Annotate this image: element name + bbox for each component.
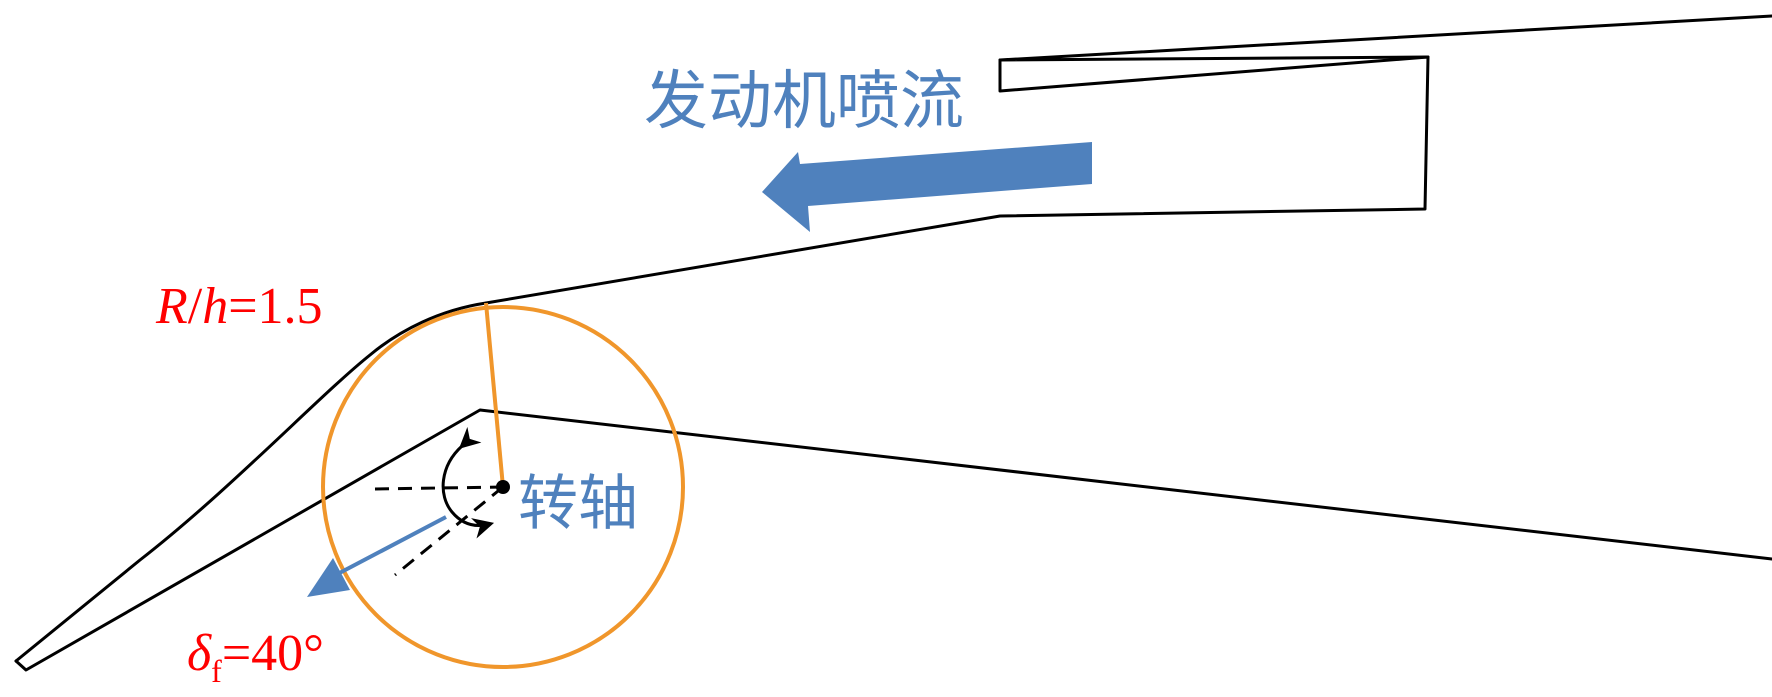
horizontal-reference-dashed <box>374 485 504 491</box>
radius-symbol: R <box>155 278 188 335</box>
radius-ratio-value: =1.5 <box>228 278 322 335</box>
radius-line <box>484 302 505 488</box>
engine-jet-arrow <box>762 142 1092 232</box>
delta-subscript: f <box>211 653 222 689</box>
upper-surface-line <box>484 14 1772 305</box>
flap-lower-surface <box>14 408 1772 672</box>
ratio-slash: / <box>188 278 203 335</box>
engine-jet-label: 发动机喷流 <box>644 65 964 139</box>
radius-ratio-label: R/h=1.5 <box>155 278 323 335</box>
deflected-flow-arrow <box>307 515 447 597</box>
engine-nozzle-slot <box>998 55 1430 93</box>
deflection-angle-label: δf=40° <box>187 625 324 689</box>
deflection-angle-arc <box>441 426 495 539</box>
wing-outline <box>14 14 1772 672</box>
height-symbol: h <box>202 278 228 335</box>
flap-upper-curve <box>14 301 488 663</box>
delta-symbol: δ <box>187 625 212 682</box>
radius-circle <box>321 305 685 669</box>
deflection-value: =40° <box>222 625 324 682</box>
rotation-axis-label: 转轴 <box>518 469 638 539</box>
deflected-reference-dashed <box>394 485 504 577</box>
